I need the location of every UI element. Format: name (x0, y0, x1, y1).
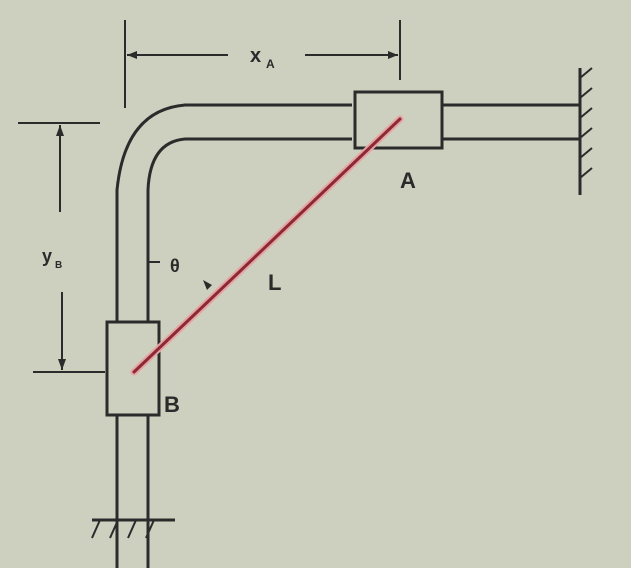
guide-rod (115, 103, 580, 568)
ground-support-icon (91, 518, 175, 539)
b-label: B (164, 392, 180, 417)
xa-label: x (250, 45, 261, 67)
wall-support-icon (578, 67, 593, 195)
yb-subscript: B (55, 260, 62, 271)
yb-label: y (42, 246, 52, 266)
theta-label: θ (170, 256, 180, 276)
xa-dimension: x A (124, 20, 401, 108)
a-label: A (400, 168, 416, 193)
yb-dimension: y B (18, 122, 105, 373)
xa-subscript: A (266, 57, 275, 71)
angle-marker: θ (148, 256, 212, 290)
l-label: L (268, 270, 281, 295)
rod-l-core (132, 117, 402, 374)
